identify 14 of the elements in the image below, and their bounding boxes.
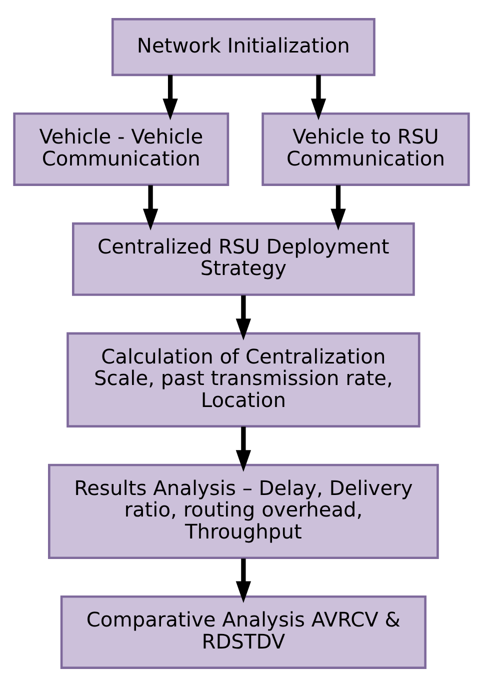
node-box: Vehicle - Vehicle Communication [13, 112, 230, 186]
node-box: Vehicle to RSU Communication [262, 112, 470, 186]
arrow [236, 558, 252, 602]
node-box: Calculation of Centralization Scale, past transmission rate, Location [66, 332, 420, 427]
node-box: Centralized RSU Deployment Strategy [72, 222, 415, 296]
arrow [236, 426, 252, 472]
node-box: Results Analysis – Delay, Delivery ratio, routing overhead, Throughput [48, 463, 439, 559]
arrow [142, 184, 158, 230]
arrow [236, 294, 252, 340]
arrow [162, 74, 178, 120]
node-box: Comparative Analysis AVRCV & RDSTDV [60, 594, 426, 668]
node-box: Network Initialization [111, 18, 376, 76]
arrow [330, 184, 346, 230]
arrow [310, 74, 326, 120]
